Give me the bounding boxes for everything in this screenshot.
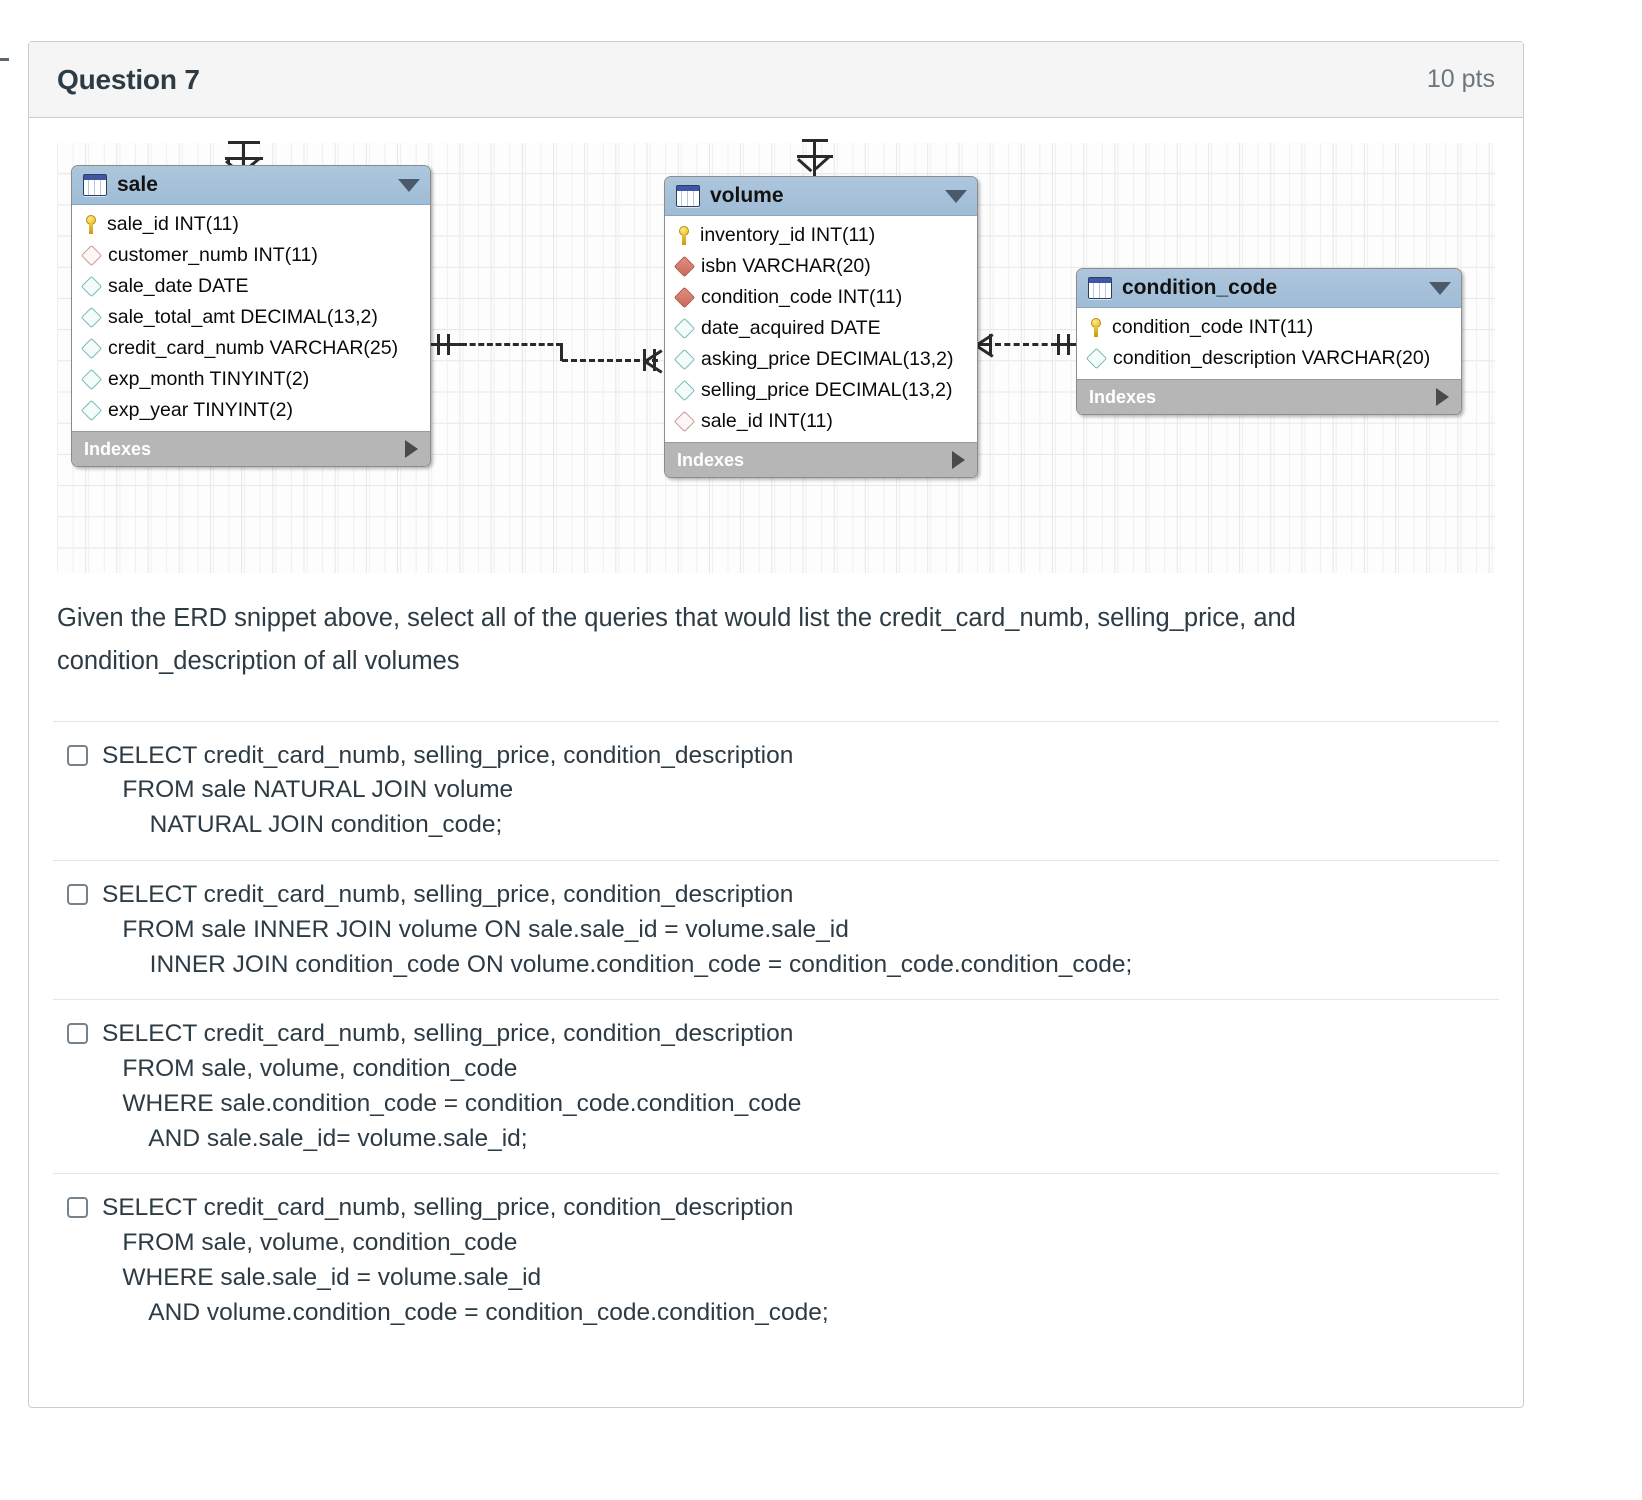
foreign-key-diamond-icon	[80, 244, 103, 267]
chevron-right-icon[interactable]	[1436, 388, 1449, 406]
table-icon	[1088, 277, 1112, 299]
question-body: sale sale_id INT(11) customer_numb INT(1…	[29, 139, 1523, 1348]
answer-text: SELECT credit_card_numb, selling_price, …	[102, 881, 1133, 978]
indexes-label: Indexes	[84, 438, 152, 459]
erd-column: date_acquired DATE	[665, 313, 977, 344]
erd-column: sale_total_amt DECIMAL(13,2)	[72, 302, 430, 333]
erd-table-sale-name: sale	[117, 173, 158, 196]
column-diamond-icon	[80, 337, 103, 360]
erd-column-label: asking_price DECIMAL(13,2)	[701, 348, 954, 370]
table-icon	[676, 185, 700, 207]
erd-column-label: sale_id INT(11)	[701, 410, 833, 432]
erd-column-label: sale_date DATE	[108, 275, 249, 297]
erd-column-label: credit_card_numb VARCHAR(25)	[108, 337, 399, 359]
answer-text: SELECT credit_card_numb, selling_price, …	[102, 1194, 829, 1326]
erd-column: isbn VARCHAR(20)	[665, 251, 977, 282]
erd-table-sale-header[interactable]: sale	[72, 166, 430, 205]
erd-table-volume[interactable]: volume inventory_id INT(11) isbn VARCHAR…	[664, 176, 978, 478]
erd-table-volume-columns: inventory_id INT(11) isbn VARCHAR(20) co…	[665, 216, 977, 442]
answer-option[interactable]: SELECT credit_card_numb, selling_price, …	[53, 720, 1499, 860]
answer-option[interactable]: SELECT credit_card_numb, selling_price, …	[53, 999, 1499, 1173]
foreign-key-diamond-icon	[673, 410, 696, 433]
column-diamond-icon	[80, 368, 103, 391]
left-edge-marker	[0, 58, 9, 61]
erd-column: sale_date DATE	[72, 271, 430, 302]
erd-table-sale-indexes[interactable]: Indexes	[72, 431, 430, 466]
question-header: Question 7 10 pts	[29, 42, 1523, 118]
erd-table-sale-columns: sale_id INT(11) customer_numb INT(11) sa…	[72, 205, 430, 431]
erd-table-volume-indexes[interactable]: Indexes	[665, 442, 977, 477]
answer-option[interactable]: SELECT credit_card_numb, selling_price, …	[53, 1173, 1499, 1347]
column-diamond-icon	[1085, 347, 1108, 370]
column-diamond-icon	[673, 348, 696, 371]
answer-text: SELECT credit_card_numb, selling_price, …	[102, 741, 794, 839]
answer-text: SELECT credit_card_numb, selling_price, …	[102, 1020, 802, 1152]
answer-checkbox[interactable]	[67, 1197, 88, 1219]
erd-column: credit_card_numb VARCHAR(25)	[72, 333, 430, 364]
erd-column: customer_numb INT(11)	[72, 240, 430, 271]
column-diamond-icon	[673, 317, 696, 340]
chevron-right-icon[interactable]	[405, 440, 418, 458]
erd-column-label: sale_id INT(11)	[107, 213, 239, 235]
erd-column-label: condition_code INT(11)	[701, 286, 903, 308]
foreign-key-diamond-icon	[673, 255, 696, 278]
erd-table-condition-code[interactable]: condition_code condition_code INT(11) co…	[1076, 268, 1462, 415]
question-points: 10 pts	[1426, 65, 1495, 93]
erd-column-label: condition_description VARCHAR(20)	[1113, 347, 1431, 369]
answer-checkbox[interactable]	[67, 884, 88, 905]
answer-list: SELECT credit_card_numb, selling_price, …	[53, 720, 1499, 1348]
chevron-right-icon[interactable]	[952, 451, 965, 469]
answer-checkbox[interactable]	[67, 1023, 88, 1045]
erd-column-label: sale_total_amt DECIMAL(13,2)	[108, 306, 378, 328]
erd-column-label: condition_code INT(11)	[1112, 316, 1314, 338]
column-diamond-icon	[80, 399, 103, 422]
primary-key-icon	[1089, 318, 1103, 337]
primary-key-icon	[84, 215, 98, 234]
primary-key-icon	[677, 226, 691, 245]
erd-diagram: sale sale_id INT(11) customer_numb INT(1…	[57, 139, 1495, 573]
erd-column-label: exp_month TINYINT(2)	[108, 368, 310, 390]
erd-column-label: isbn VARCHAR(20)	[701, 255, 871, 277]
answer-option[interactable]: SELECT credit_card_numb, selling_price, …	[53, 860, 1499, 999]
erd-table-volume-name: volume	[710, 184, 784, 207]
erd-column: exp_month TINYINT(2)	[72, 364, 430, 395]
erd-table-condition-code-columns: condition_code INT(11) condition_descrip…	[1077, 308, 1461, 379]
erd-table-condition-code-indexes[interactable]: Indexes	[1077, 379, 1461, 414]
table-icon	[83, 174, 107, 196]
column-diamond-icon	[80, 275, 103, 298]
question-card: Question 7 10 pts	[28, 41, 1524, 1408]
erd-column: condition_description VARCHAR(20)	[1077, 343, 1461, 374]
erd-column: sale_id INT(11)	[72, 209, 430, 240]
erd-column: inventory_id INT(11)	[665, 220, 977, 251]
erd-column-label: date_acquired DATE	[701, 317, 881, 339]
indexes-label: Indexes	[677, 449, 745, 470]
erd-column: asking_price DECIMAL(13,2)	[665, 344, 977, 375]
chevron-down-icon[interactable]	[1429, 281, 1451, 295]
erd-column-label: selling_price DECIMAL(13,2)	[701, 379, 953, 401]
indexes-label: Indexes	[1089, 386, 1157, 407]
erd-table-condition-code-header[interactable]: condition_code	[1077, 269, 1461, 308]
erd-table-volume-header[interactable]: volume	[665, 177, 977, 216]
erd-table-condition-code-name: condition_code	[1122, 276, 1278, 299]
column-diamond-icon	[673, 379, 696, 402]
question-prompt: Given the ERD snippet above, select all …	[57, 604, 1296, 675]
erd-column: condition_code INT(11)	[665, 282, 977, 313]
erd-column-label: customer_numb INT(11)	[108, 244, 318, 266]
erd-column-label: exp_year TINYINT(2)	[108, 399, 293, 421]
answer-checkbox[interactable]	[67, 744, 88, 766]
chevron-down-icon[interactable]	[398, 178, 420, 192]
erd-column-label: inventory_id INT(11)	[700, 224, 876, 246]
erd-column: condition_code INT(11)	[1077, 312, 1461, 343]
column-diamond-icon	[80, 306, 103, 329]
erd-table-sale[interactable]: sale sale_id INT(11) customer_numb INT(1…	[71, 165, 431, 467]
erd-column: selling_price DECIMAL(13,2)	[665, 375, 977, 406]
erd-column: sale_id INT(11)	[665, 406, 977, 437]
foreign-key-diamond-icon	[673, 286, 696, 309]
page-title: Question 7	[57, 63, 200, 95]
chevron-down-icon[interactable]	[945, 189, 967, 203]
erd-column: exp_year TINYINT(2)	[72, 395, 430, 426]
